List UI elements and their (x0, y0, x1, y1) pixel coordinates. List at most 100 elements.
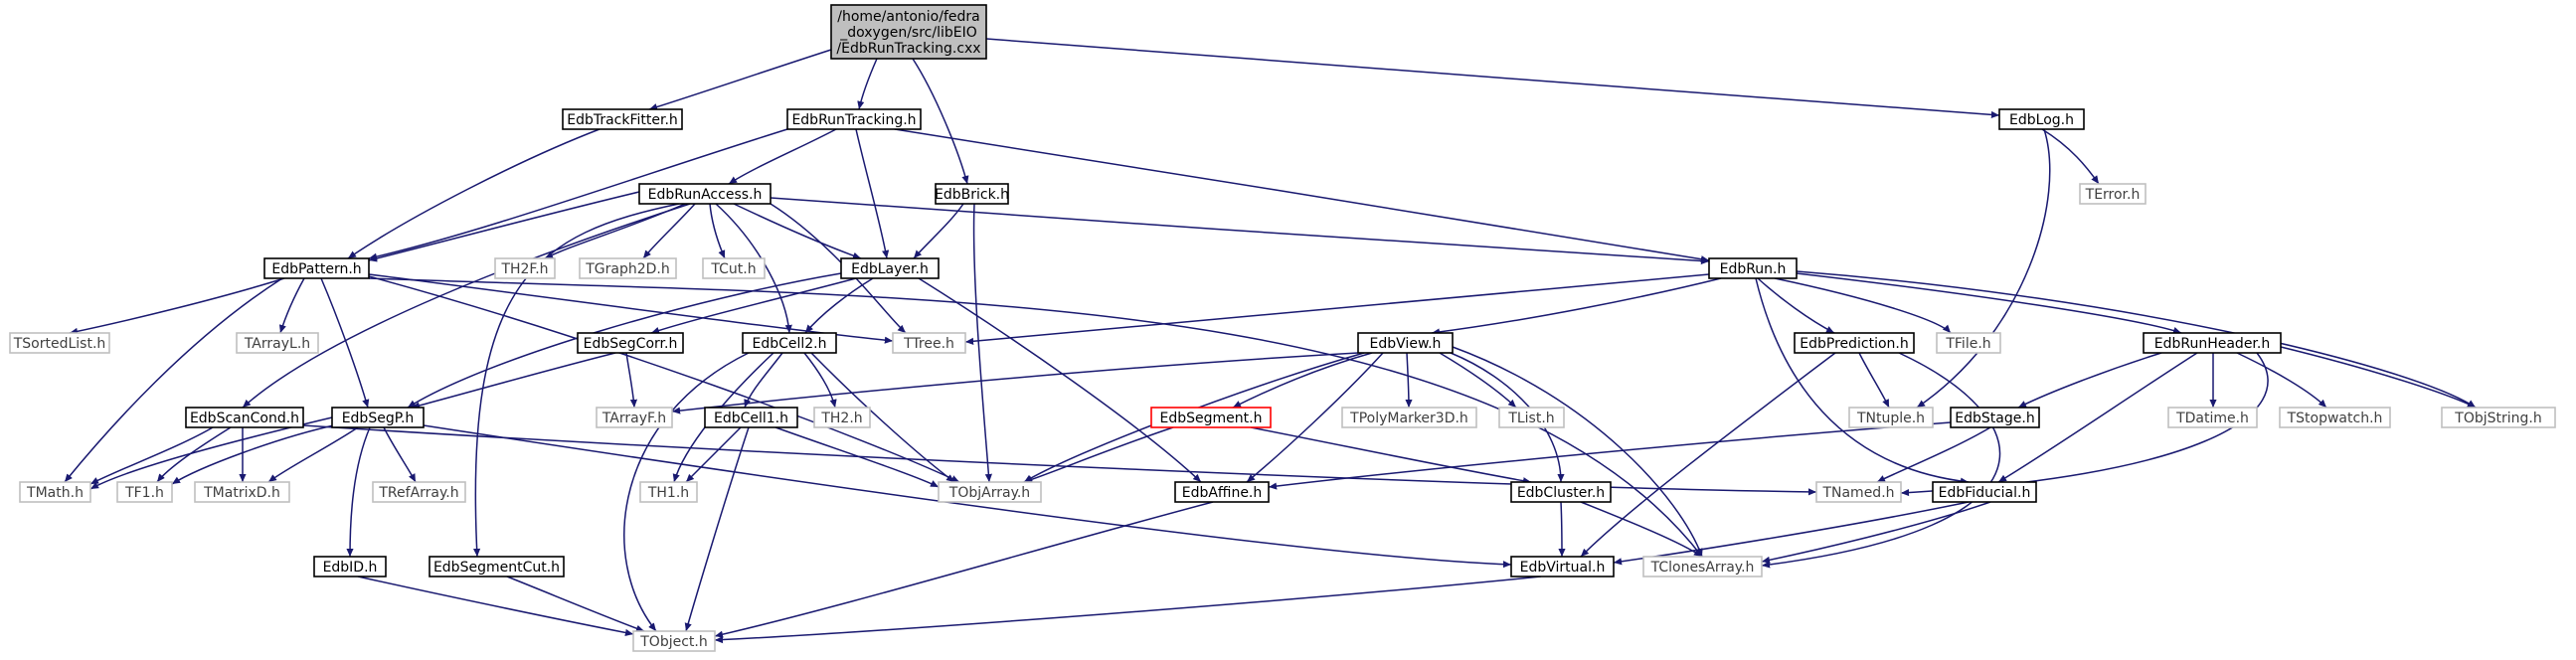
node-tobjarray: TObjArray.h (938, 481, 1042, 503)
node-tntuple: TNtuple.h (1848, 407, 1934, 428)
node-fiducial[interactable]: EdbFiducial.h (1932, 481, 2037, 503)
node-box (1815, 481, 1902, 503)
node-cell2[interactable]: EdbCell2.h (742, 332, 837, 354)
node-tgraph2d: TGraph2D.h (579, 257, 677, 279)
node-box (830, 4, 987, 60)
node-affine[interactable]: EdbAffine.h (1174, 481, 1270, 503)
node-view[interactable]: EdbView.h (1357, 332, 1454, 354)
edge-pattern-to-ttree (368, 273, 894, 344)
edge-line (64, 277, 283, 483)
edge-line (506, 576, 645, 632)
edge-segp-to-tmatrixd (267, 426, 359, 483)
edge-line (650, 277, 857, 334)
node-label: TH1.h (647, 485, 689, 501)
edge-line (623, 352, 750, 632)
node-log[interactable]: EdbLog.h (1998, 108, 2085, 130)
node-box (372, 481, 466, 503)
node-label: EdbSegmentCut.h (433, 560, 560, 576)
node-box (331, 407, 425, 428)
edge-line (1558, 501, 1566, 558)
node-terror: TError.h (2079, 183, 2147, 205)
node-label: TNamed.h (1821, 485, 1894, 501)
edge-line (913, 203, 964, 259)
node-label: EdbSegment.h (1160, 411, 1263, 426)
node-label: TError.h (2085, 187, 2141, 203)
edge-runtracking-to-pattern (368, 128, 788, 260)
node-tpolymarker3d: TPolyMarker3D.h (1341, 407, 1477, 428)
edge-segcorr-to-segp (411, 352, 616, 410)
node-label: EdbPattern.h (271, 261, 361, 277)
node-segment[interactable]: EdbSegment.h (1150, 407, 1272, 428)
edge-line (1774, 277, 1952, 334)
node-runaccess[interactable]: EdbRunAccess.h (638, 183, 772, 205)
edge-pattern-to-segp (320, 277, 370, 409)
node-ttree: TTree.h (892, 332, 966, 354)
node-label: TSortedList.h (13, 336, 106, 352)
edge-runaccess-to-segmentcut (473, 203, 680, 558)
node-box (702, 257, 766, 279)
edge-root-to-brick (912, 58, 969, 185)
node-label: EdbView.h (1370, 336, 1442, 352)
node-box (1510, 481, 1612, 503)
edge-runtracking-to-layer (855, 128, 890, 259)
node-stage[interactable]: EdbStage.h (1950, 407, 2040, 428)
node-box (1950, 407, 2040, 428)
node-label: TStopwatch.h (2287, 411, 2383, 426)
edge-run-to-prediction (1757, 277, 1835, 334)
node-label: EdbStage.h (1955, 411, 2034, 426)
edge-line (383, 426, 417, 483)
edge-line (407, 272, 842, 409)
node-segmentcut[interactable]: EdbSegmentCut.h (429, 556, 565, 578)
edge-line (89, 426, 214, 485)
edge-runheader-to-fiducial (1997, 352, 2198, 483)
node-id[interactable]: EdbID.h (313, 556, 387, 578)
edge-line (803, 352, 837, 409)
edges-layer (64, 38, 2477, 644)
node-box (935, 183, 1009, 205)
node-segp[interactable]: EdbSegP.h (331, 407, 425, 428)
node-root[interactable]: /home/antonio/fedra_doxygen/src/libEIO/E… (830, 4, 987, 60)
node-cluster[interactable]: EdbCluster.h (1510, 481, 1612, 503)
node-runtracking[interactable]: EdbRunTracking.h (786, 108, 922, 130)
node-label: EdbSegP.h (342, 411, 415, 426)
node-pattern[interactable]: EdbPattern.h (263, 257, 370, 279)
edge-line (423, 424, 1512, 569)
edge-runaccess-to-layer (733, 203, 862, 259)
node-label: EdbPrediction.h (1800, 336, 1909, 352)
node-virtual[interactable]: EdbVirtual.h (1510, 556, 1615, 578)
edge-runheader-to-tstopwatch (2236, 352, 2327, 409)
edge-line (774, 426, 940, 488)
node-label: TObject.h (639, 634, 707, 650)
node-box (1936, 332, 2001, 354)
node-trackfitter[interactable]: EdbTrackFitter.h (562, 108, 683, 130)
node-layer[interactable]: EdbLayer.h (840, 257, 940, 279)
node-label: EdbRunHeader.h (2154, 336, 2270, 352)
edge-cell1-to-th1 (685, 426, 742, 483)
edge-line (894, 128, 1710, 263)
edge-pattern-to-tmath (64, 277, 283, 483)
node-prediction[interactable]: EdbPrediction.h (1794, 332, 1915, 354)
node-label: EdbCluster.h (1517, 485, 1605, 501)
edge-line (770, 197, 1710, 265)
node-run[interactable]: EdbRun.h (1708, 257, 1798, 279)
edge-segp-to-id (346, 426, 371, 558)
edge-line (1858, 352, 1890, 409)
node-label: EdbSegCorr.h (584, 336, 678, 352)
node-runheader[interactable]: EdbRunHeader.h (2143, 332, 2282, 354)
edge-runaccess-to-tcut (709, 203, 726, 259)
edge-line (368, 128, 788, 260)
node-scancond[interactable]: EdbScanCond.h (185, 407, 304, 428)
node-label: TArrayL.h (244, 336, 310, 352)
node-box (236, 332, 319, 354)
node-cell1[interactable]: EdbCell1.h (704, 407, 798, 428)
edge-line (1268, 421, 1952, 490)
edge-prediction-to-tclonesarray (1761, 352, 2001, 569)
node-segcorr[interactable]: EdbSegCorr.h (577, 332, 684, 354)
node-label: TList.h (1507, 411, 1554, 426)
node-box (2143, 332, 2282, 354)
node-box (840, 257, 940, 279)
node-brick[interactable]: EdbBrick.h (935, 183, 1009, 205)
node-label: TCut.h (710, 261, 756, 277)
node-label: TObjArray.h (948, 485, 1030, 501)
node-label: EdbScanCond.h (190, 411, 299, 426)
